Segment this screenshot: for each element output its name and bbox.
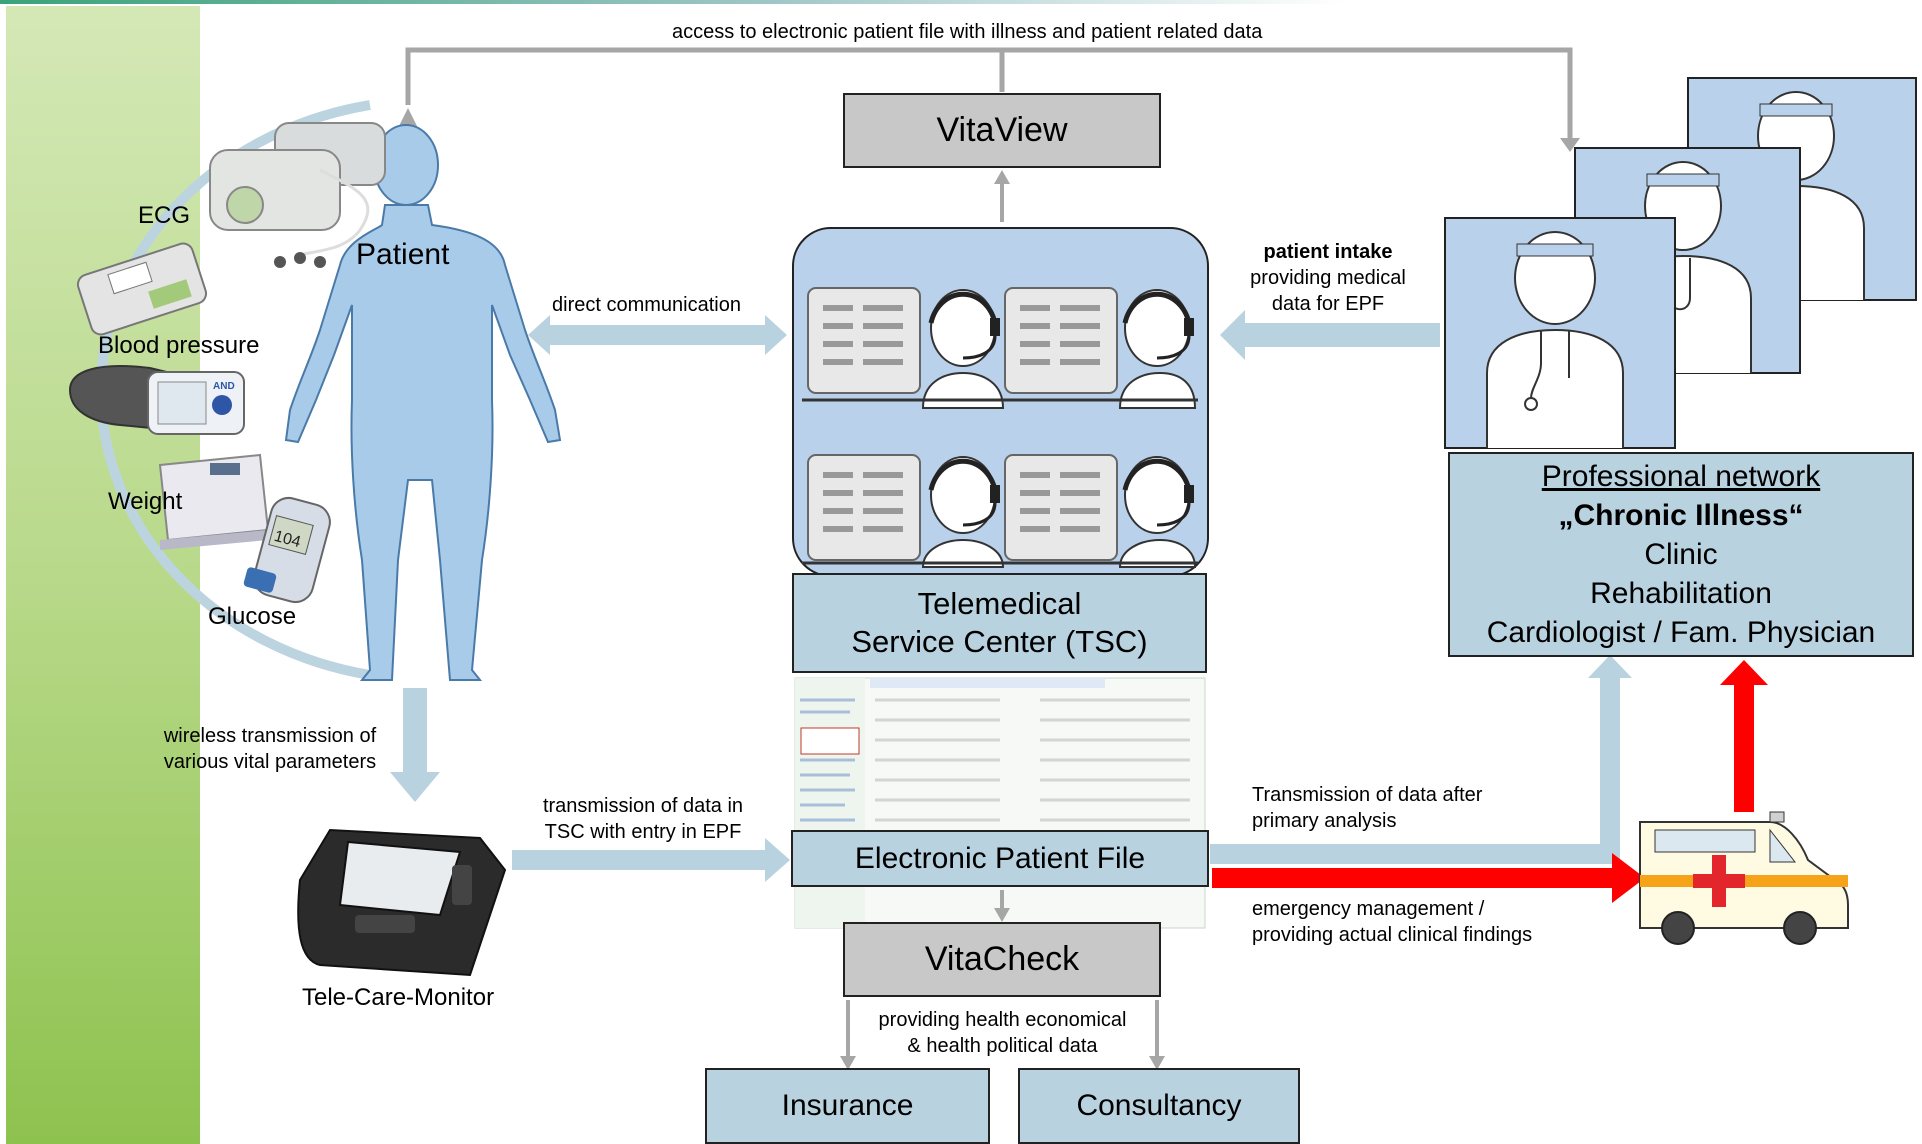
network-item-rehabilitation: Rehabilitation	[1590, 577, 1772, 610]
doctor-stack	[1444, 77, 1917, 449]
glucose-screen-text: 104	[272, 528, 302, 551]
network-item-cardiologist: Cardiologist / Fam. Physician	[1486, 616, 1876, 649]
access-label: access to electronic patient file with i…	[672, 21, 1263, 43]
glucose-label: Glucose	[208, 603, 297, 630]
network-subtitle: „Chronic Illness“	[1558, 499, 1804, 532]
insurance-box: Insurance	[705, 1068, 990, 1144]
wireless-line1: wireless transmission of	[163, 725, 377, 747]
top-accent-bar	[0, 0, 1922, 4]
vitaview-arrow	[994, 170, 1010, 222]
transmission-after-label: Transmission of data after primary analy…	[1252, 782, 1482, 834]
network-title: Professional network	[1541, 460, 1821, 493]
epf-label: Electronic Patient File	[854, 841, 1146, 875]
direct-communication-label: direct communication	[552, 294, 741, 316]
patient-intake-bold: patient intake	[1263, 241, 1393, 263]
ecg-label: ECG	[138, 202, 191, 229]
tsc-label-box: Telemedical Service Center (TSC)	[792, 573, 1207, 673]
consultancy-label: Consultancy	[1076, 1089, 1242, 1122]
transmission-after-line2: primary analysis	[1252, 810, 1397, 832]
vitacheck-split-arrows	[840, 1000, 1165, 1070]
green-sidebar	[6, 6, 200, 1144]
patient-label: Patient	[356, 238, 450, 271]
ecg-device-icon	[209, 122, 386, 268]
patient-intake-arrow	[1220, 310, 1440, 360]
health-data-line1: providing health economical	[878, 1009, 1127, 1031]
tsc-operators	[802, 287, 1198, 568]
vitacheck-label: VitaCheck	[924, 940, 1080, 978]
blood-pressure-label: Blood pressure	[98, 332, 260, 359]
doctor-front	[1444, 217, 1676, 449]
ambulance-network-arrow	[1720, 660, 1768, 812]
vitaview-label: VitaView	[936, 111, 1068, 149]
glucose-meter-icon: 104	[243, 496, 331, 604]
emergency-label: emergency management / providing actual …	[1252, 896, 1532, 948]
tsc-line1: Telemedical	[917, 586, 1082, 621]
patient-intake-line2: data for EPF	[1271, 293, 1385, 315]
vitaview-box: VitaView	[843, 93, 1161, 168]
patient-figure	[284, 124, 562, 681]
transmission-after-line1: Transmission of data after	[1252, 784, 1483, 806]
insurance-label: Insurance	[781, 1089, 914, 1122]
wireless-label: wireless transmission of various vital p…	[150, 723, 390, 775]
tsc-line2: Service Center (TSC)	[851, 624, 1148, 659]
bp-brand-text: AND	[213, 381, 235, 392]
transmission-tsc-line2: TSC with entry in EPF	[544, 821, 742, 843]
transmission-to-epf-arrow	[512, 838, 790, 882]
emergency-arrow	[1212, 853, 1645, 903]
professional-network-box: Professional network „Chronic Illness“ C…	[1448, 452, 1914, 657]
operator-4	[999, 454, 1198, 568]
health-data-label: providing health economical & health pol…	[860, 1007, 1145, 1059]
epf-vitacheck-arrow	[994, 890, 1010, 922]
vitacheck-box: VitaCheck	[843, 922, 1161, 997]
transmission-tsc-line1: transmission of data in	[542, 795, 744, 817]
access-connector	[398, 47, 1580, 152]
health-data-line2: & health political data	[907, 1035, 1098, 1057]
weight-scale-icon	[158, 453, 270, 550]
tele-care-monitor-icon	[297, 828, 507, 977]
direct-communication-arrow	[528, 315, 787, 355]
network-item-clinic: Clinic	[1644, 538, 1718, 571]
ambulance-icon	[1639, 811, 1849, 945]
operator-2	[999, 287, 1198, 409]
operator-1	[802, 287, 1008, 409]
patient-intake-line1: providing medical	[1250, 267, 1406, 289]
tele-care-monitor-label: Tele-Care-Monitor	[302, 984, 495, 1011]
transmission-tsc-label: transmission of data in TSC with entry i…	[528, 793, 758, 845]
emergency-line2: providing actual clinical findings	[1252, 924, 1533, 946]
bp-monitor-icon: AND	[68, 365, 245, 435]
wireless-arrow	[390, 688, 440, 802]
operator-3	[802, 454, 1008, 568]
bp-small-device-icon	[76, 242, 208, 336]
consultancy-box: Consultancy	[1018, 1068, 1300, 1144]
emergency-line1: emergency management /	[1252, 898, 1485, 920]
epf-box: Electronic Patient File	[791, 830, 1209, 887]
weight-label: Weight	[108, 488, 183, 515]
wireless-line2: various vital parameters	[163, 751, 377, 773]
patient-intake-label: patient intake providing medical data fo…	[1238, 239, 1418, 317]
